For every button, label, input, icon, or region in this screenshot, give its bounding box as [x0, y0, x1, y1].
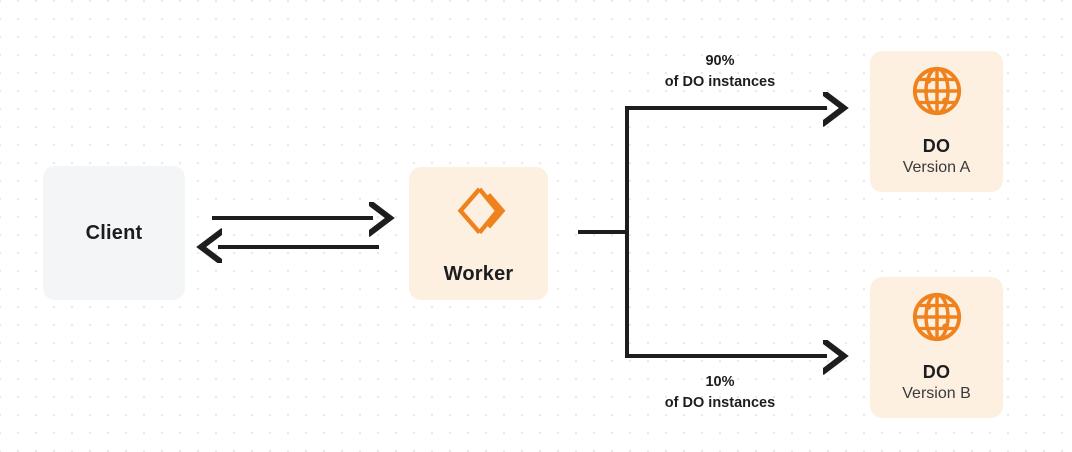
node-client-label: Client	[85, 221, 143, 244]
globe-icon	[910, 290, 964, 349]
node-do-version-b[interactable]: DO Version B	[870, 277, 1003, 418]
node-do-a-version: Version A	[902, 159, 971, 177]
node-do-version-a[interactable]: DO Version A	[870, 51, 1003, 192]
node-do-b-version: Version B	[902, 385, 971, 403]
edge-label-do-b: 10% of DO instances	[620, 372, 820, 414]
edge-label-do-b-percent: 10%	[705, 374, 735, 390]
edge-label-do-b-detail: of DO instances	[664, 395, 776, 412]
node-client[interactable]: Client	[43, 166, 185, 300]
edge-label-do-a-detail: of DO instances	[664, 74, 776, 91]
cloudflare-workers-icon	[450, 182, 508, 245]
node-worker[interactable]: Worker	[409, 167, 548, 300]
globe-icon	[910, 64, 964, 123]
node-worker-label: Worker	[443, 262, 514, 285]
edge-label-do-a: 90% of DO instances	[620, 51, 820, 93]
node-do-b-label: DO	[922, 361, 951, 382]
edge-label-do-a-percent: 90%	[705, 53, 735, 69]
node-do-a-label: DO	[922, 135, 951, 156]
